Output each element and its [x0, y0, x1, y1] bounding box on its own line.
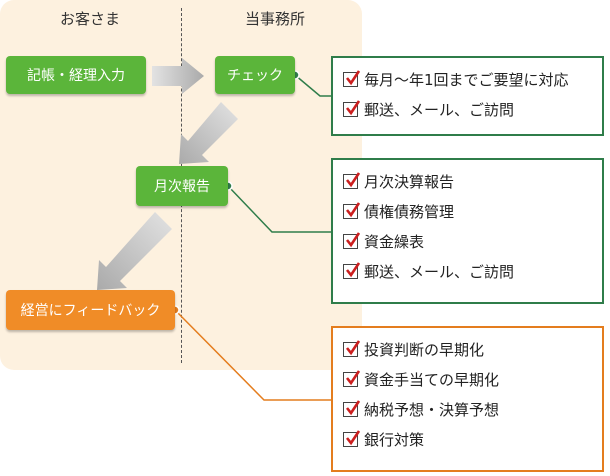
checkbox-icon: [343, 369, 360, 387]
arrow-check-to-report: [179, 102, 238, 164]
check-item: 納税予想・決算予想: [343, 394, 602, 424]
node-feedback: 経営にフィードバック: [6, 290, 175, 330]
connector-feedback: [174, 309, 333, 401]
header-client: お客さま: [59, 10, 120, 28]
node-check: チェック: [215, 56, 295, 94]
check-item: 郵送、メール、ご訪問: [343, 94, 602, 124]
check-item: 月次決算報告: [343, 166, 602, 196]
check-item: 資金手当ての早期化: [343, 364, 602, 394]
check-item: 銀行対策: [343, 424, 602, 454]
checkbox-icon: [343, 69, 360, 87]
checkbox-icon: [343, 399, 360, 417]
arrow-input-to-check: [152, 58, 204, 94]
checkbox-icon: [343, 171, 360, 189]
node-bookkeeping-input: 記帳・経理入力: [6, 56, 146, 94]
check-item: 郵送、メール、ご訪問: [343, 256, 602, 286]
connector-report: [227, 185, 333, 233]
check-item: 資金繰表: [343, 226, 602, 256]
check-item: 毎月～年1回までご要望に対応: [343, 64, 602, 94]
checkbox-icon: [343, 261, 360, 279]
feedback-items-box: 投資判断の早期化 資金手当ての早期化 納税予想・決算予想 銀行対策: [331, 326, 604, 472]
arrow-report-to-feedback: [97, 212, 172, 290]
checkbox-icon: [343, 201, 360, 219]
checkbox-icon: [343, 231, 360, 249]
connector-check: [294, 74, 333, 97]
checkbox-icon: [343, 99, 360, 117]
node-monthly-report: 月次報告: [136, 166, 228, 206]
check-items-box: 毎月～年1回までご要望に対応 郵送、メール、ご訪問: [331, 56, 604, 136]
checkbox-icon: [343, 429, 360, 447]
header-office: 当事務所: [244, 10, 305, 28]
report-items-box: 月次決算報告 債権債務管理 資金繰表 郵送、メール、ご訪問: [331, 158, 604, 304]
check-item: 投資判断の早期化: [343, 334, 602, 364]
check-item: 債権債務管理: [343, 196, 602, 226]
checkbox-icon: [343, 339, 360, 357]
